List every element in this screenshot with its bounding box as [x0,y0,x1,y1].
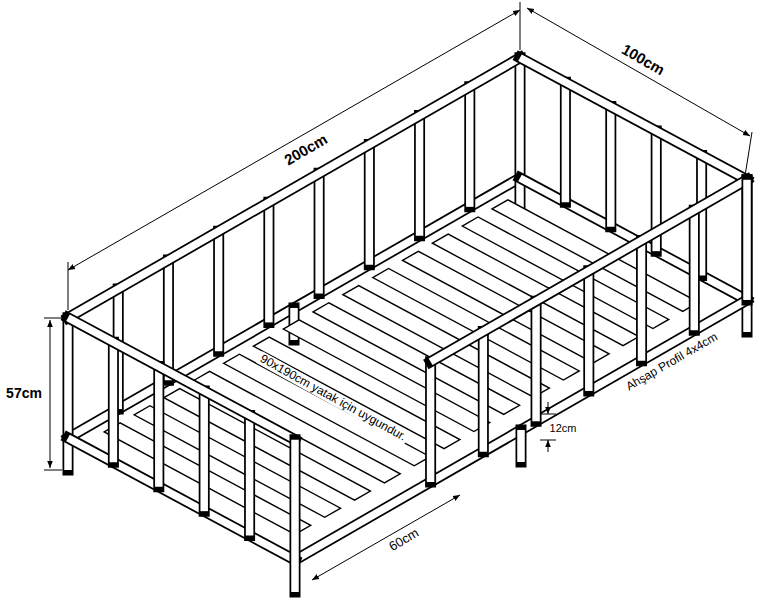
bar-outline [425,362,436,482]
wood-bar [416,116,424,236]
wood-bar [427,362,435,482]
bar-outline [364,144,375,264]
bar-outline [414,116,425,236]
wood-bar [215,231,223,351]
wood-bar [562,82,570,202]
bar-outline [63,318,74,470]
bar-outline [742,180,753,300]
wood-bar [532,301,540,421]
wood-bar [265,202,273,322]
wood-bar [585,271,593,391]
wood-bar [743,180,751,332]
wood-bar [517,430,525,462]
bar-outline [290,440,301,592]
bar-outline [153,367,164,487]
bar-outline [68,318,295,440]
bar-outline [108,342,119,462]
bar-outline [583,271,594,391]
bar-outline [68,438,295,560]
wood-bar [315,173,323,293]
wood-bar [68,438,295,560]
wood-bar [200,391,208,511]
bar-outline [263,202,274,322]
wood-bar [516,58,524,210]
wood-bar [607,107,615,227]
bar-outline [163,260,174,380]
wood-bar [366,144,374,264]
bar-outline [531,301,542,421]
bar-outline [605,107,616,227]
bar-outline [314,173,325,293]
dimension-lines [44,2,752,580]
bar-outline [520,58,747,180]
wood-bar [68,318,295,440]
bar-outline [515,58,526,210]
bar-outline [636,240,647,360]
bar-outline [199,391,210,511]
wood-bar [638,240,646,360]
dimension-label: 100cm [617,40,669,80]
bar-outline [295,300,747,560]
bar-outline [742,180,753,332]
wood-bar [155,367,163,487]
wood-bar [520,58,747,180]
wood-bar [431,180,747,362]
dimension-label: 60cm [385,525,423,555]
dimension-label: 200cm [280,130,332,170]
bed-frame [68,58,747,592]
bar-outline [213,231,224,351]
dimension-label: 57cm [4,386,44,401]
bar-outline [689,210,700,330]
wood-bar [691,210,699,330]
wood-bar [466,87,474,207]
bed-slat [492,200,699,312]
wood-bar [165,260,173,380]
bar-outline [431,180,747,362]
wood-bar [743,180,751,300]
wood-bar [246,415,254,535]
bar-outline [560,82,571,202]
wood-bar [295,300,747,560]
wood-bar [291,440,299,592]
bar-outline [478,331,489,451]
bar-outline [244,415,255,535]
bar-outline [464,87,475,207]
bar-outline [516,430,527,462]
wood-bar [480,331,488,451]
dimension-label: 12cm [548,422,579,434]
wood-bar [64,318,72,470]
wood-bar [110,342,118,462]
